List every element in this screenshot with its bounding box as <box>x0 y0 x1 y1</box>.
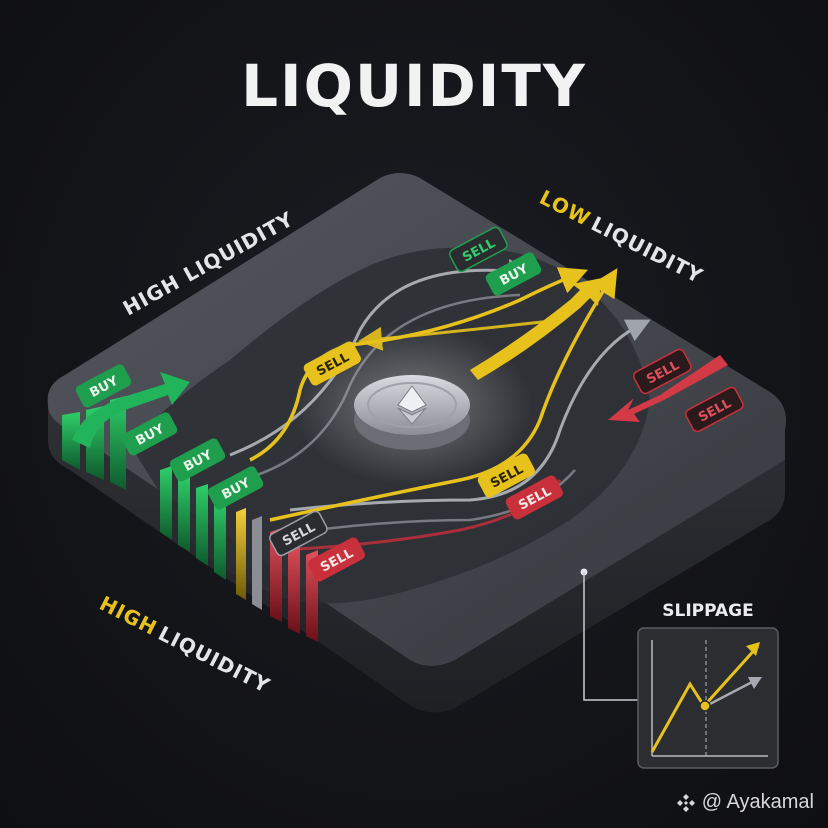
neutral-depth-bars <box>236 508 262 610</box>
order-tag-sell: SELL <box>269 510 328 557</box>
label-liquidity-word: LIQUIDITY <box>587 211 707 288</box>
flow-line-yellow <box>269 268 618 522</box>
label-high-liquidity-bottom: HIGH LIQUIDITY <box>96 591 274 698</box>
page-title: LIQUIDITY <box>241 52 587 120</box>
flow-line-yellow <box>249 267 588 462</box>
sell-depth-bars <box>270 528 318 642</box>
flow-line <box>289 319 651 512</box>
watermark-text: @ Ayakamal <box>701 791 814 813</box>
slippage-panel: SLIPPAGE <box>637 601 779 769</box>
platform-side <box>48 405 785 713</box>
label-high-word: HIGH <box>96 591 162 640</box>
slippage-price-line <box>650 644 760 753</box>
flow-line-yellow <box>358 318 561 351</box>
buy-depth-bars <box>62 396 226 580</box>
center-coin <box>354 375 470 450</box>
slippage-up-arrow-icon <box>746 642 760 656</box>
order-tag-buy: BUY <box>207 466 264 510</box>
callout-line <box>583 572 640 701</box>
binance-diamond-icon <box>676 793 695 812</box>
sell-arrow-icon <box>608 355 728 422</box>
slippage-point <box>699 700 711 712</box>
order-tag-buy: BUY <box>75 364 132 408</box>
slippage-expected-arrow-icon <box>748 677 762 689</box>
watermark: @ Ayakamal <box>676 791 814 814</box>
buy-arrow-icon <box>72 372 190 448</box>
label-low-word: LOW <box>536 185 595 231</box>
slippage-expected-line <box>705 678 757 708</box>
ethereum-diamond-icon <box>397 385 427 425</box>
flow-line <box>239 293 521 482</box>
slippage-title: SLIPPAGE <box>662 601 753 621</box>
label-liquidity-word: LIQUIDITY <box>155 621 275 698</box>
low-liquidity-arrow-icon <box>470 278 602 380</box>
